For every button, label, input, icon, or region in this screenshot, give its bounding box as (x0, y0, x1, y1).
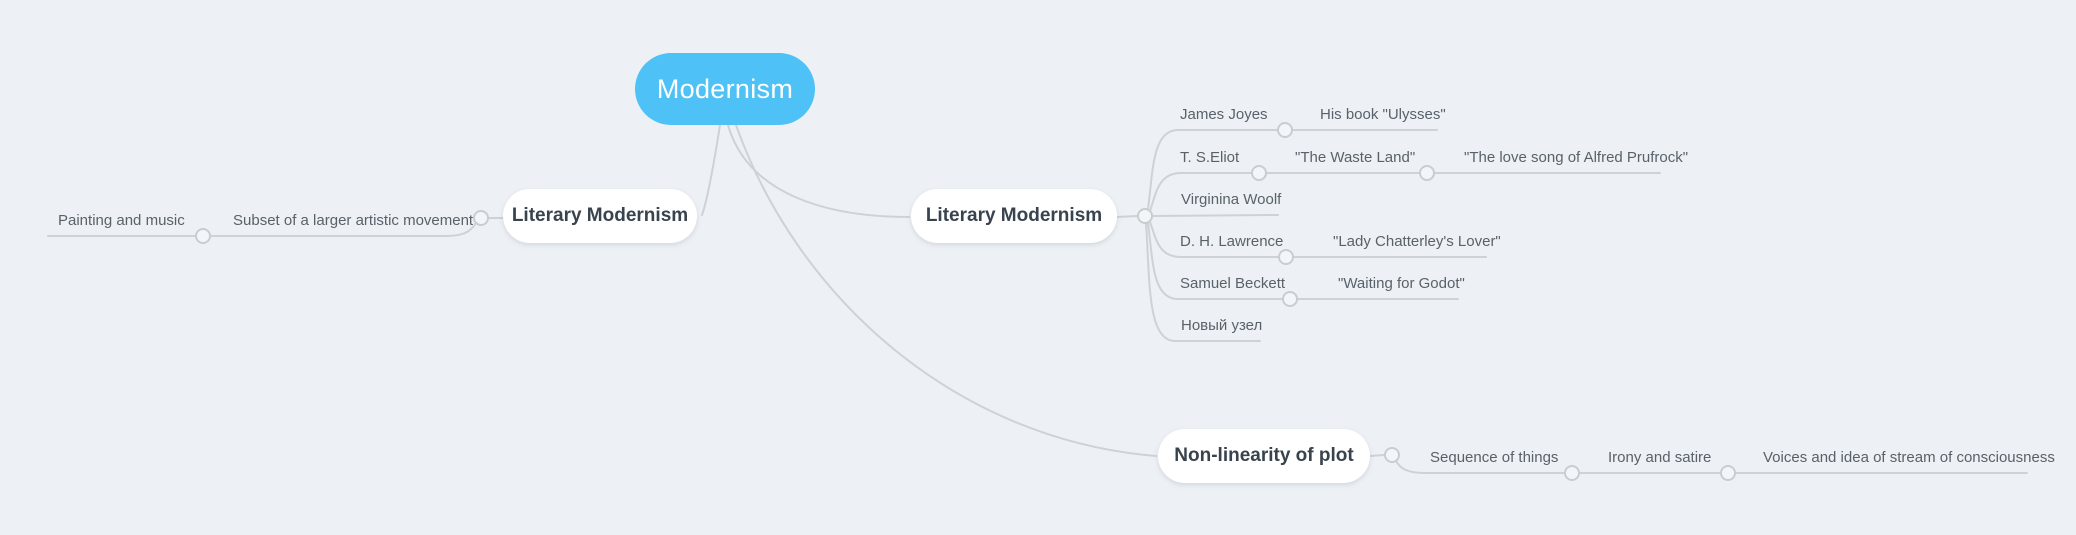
connector-circle[interactable] (1137, 208, 1153, 224)
edge-row-eliot (1149, 172, 1661, 212)
connector-circle[interactable] (473, 210, 489, 226)
subtopic-label-dh-lawrence[interactable]: D. H. Lawrence (1180, 233, 1284, 250)
subtopic-label-new-node[interactable]: Новый узел (1181, 317, 1263, 334)
edge-row-virginia (1151, 214, 1279, 217)
edge-left-chain (47, 222, 477, 237)
edge-root-to-bottom-topic (735, 124, 1157, 457)
subtopic-label-love-song-alfred-prufrock[interactable]: "The love song of Alfred Prufrock" (1464, 149, 1689, 166)
connector-circle[interactable] (1564, 465, 1580, 481)
connector-circle[interactable] (1282, 291, 1298, 307)
connector-circle[interactable] (1720, 465, 1736, 481)
edge-bottom-topic-stub (1369, 454, 1385, 457)
connector-circle[interactable] (1419, 165, 1435, 181)
edge-root-to-left-topic (701, 124, 721, 216)
subtopic-label-his-book-ulysses[interactable]: His book "Ulysses" (1320, 106, 1446, 123)
connector-circle[interactable] (1278, 249, 1294, 265)
subtopic-label-voices-stream-of-consciousness[interactable]: Voices and idea of stream of consciousne… (1763, 449, 2055, 466)
edge-row-lawrence (1149, 221, 1487, 258)
topic-node-non-linearity-of-plot[interactable]: Non-linearity of plot (1158, 429, 1370, 483)
connector-circle[interactable] (195, 228, 211, 244)
subtopic-label-waiting-for-godot[interactable]: "Waiting for Godot" (1338, 275, 1465, 292)
subtopic-label-ts-eliot[interactable]: T. S.Eliot (1180, 149, 1240, 166)
subtopic-label-sequence-of-things[interactable]: Sequence of things (1430, 449, 1559, 466)
subtopic-label-james-joyes[interactable]: James Joyes (1180, 106, 1268, 123)
edge-row-beckett (1147, 222, 1459, 300)
root-topic-node[interactable]: Modernism (635, 53, 815, 125)
subtopic-label-irony-and-satire[interactable]: Irony and satire (1608, 449, 1712, 466)
edge-right-topic-stub (1116, 215, 1138, 218)
edge-bottom-chain (1395, 460, 2028, 474)
subtopic-label-virginia-woolf[interactable]: Virginina Woolf (1181, 191, 1282, 208)
subtopic-label-the-waste-land[interactable]: "The Waste Land" (1295, 149, 1416, 166)
edge-row-new-node (1145, 222, 1261, 342)
subtopic-label-painting-and-music[interactable]: Painting and music (58, 212, 185, 229)
topic-node-literary-modernism-right[interactable]: Literary Modernism (911, 189, 1117, 243)
connector-circle[interactable] (1277, 122, 1293, 138)
topic-node-literary-modernism-left[interactable]: Literary Modernism (503, 189, 697, 243)
subtopic-label-samuel-beckett[interactable]: Samuel Beckett (1180, 275, 1286, 292)
edge-root-to-right-topic (727, 124, 910, 218)
connector-circle[interactable] (1251, 165, 1267, 181)
subtopic-label-lady-chatterleys-lover[interactable]: "Lady Chatterley's Lover" (1333, 233, 1501, 250)
edge-row-james (1147, 129, 1438, 210)
connector-circle[interactable] (1384, 447, 1400, 463)
subtopic-label-subset-of-movement[interactable]: Subset of a larger artistic movement (233, 212, 474, 229)
